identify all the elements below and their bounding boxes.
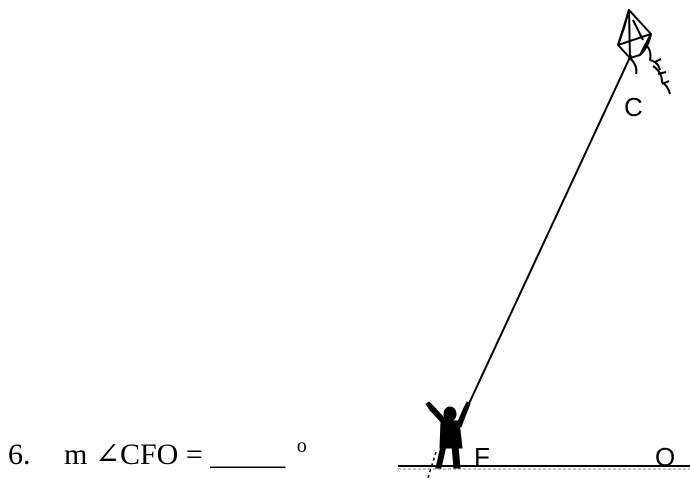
ground-line <box>398 465 690 470</box>
point-label-c: C <box>624 92 643 122</box>
kite-string <box>465 54 632 411</box>
question-text: 6. m ∠CFO = _____ o <box>8 426 307 475</box>
person-silhouette-icon <box>425 401 471 479</box>
degree-symbol: o <box>296 435 307 457</box>
point-label-o: O <box>655 442 675 472</box>
angle-expression: m ∠CFO = _____ <box>64 438 286 471</box>
point-label-f: F <box>474 442 490 472</box>
question-number: 6. <box>8 438 31 471</box>
kite-icon <box>617 9 671 95</box>
